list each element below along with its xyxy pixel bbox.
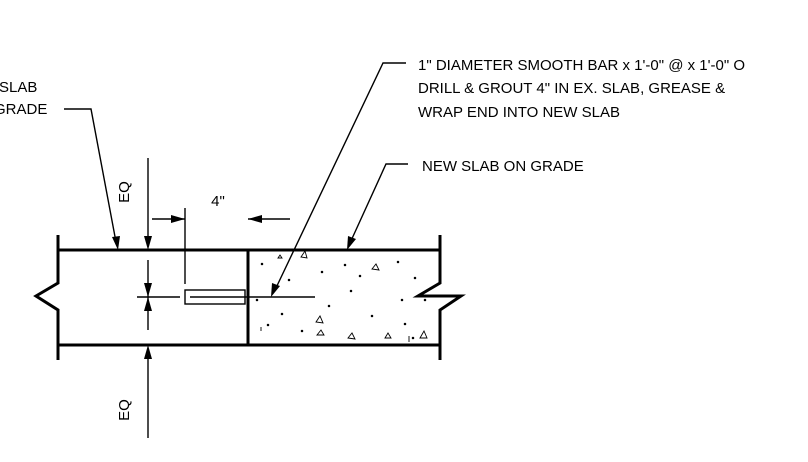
dim-embed-label: 4" [211,193,225,210]
new-slab-break-line [412,235,466,360]
dowel-bar [184,289,315,305]
dowel-note-line2: DRILL & GROUT 4" IN EX. SLAB, GREASE & [418,80,725,97]
eq-top-label: EQ [116,181,133,203]
eq-bottom-label: EQ [116,399,133,421]
new-slab-label: NEW SLAB ON GRADE [422,158,584,175]
existing-slab-leader: SLAB GRADE [0,79,120,250]
existing-slab-label-line1: SLAB [0,79,37,96]
existing-slab-label-line2: GRADE [0,101,47,118]
dim-eq-top: EQ [116,158,152,250]
existing-slab-break-line [33,235,60,360]
dowel-note-line1: 1" DIAMETER SMOOTH BAR x 1'-0" @ x 1'-0"… [418,57,745,74]
dim-centre-ticks [137,260,180,330]
new-slab-leader: NEW SLAB ON GRADE [347,158,584,250]
dowel-note-leader: 1" DIAMETER SMOOTH BAR x 1'-0" @ x 1'-0"… [271,57,745,297]
dowel-note-line3: WRAP END INTO NEW SLAB [418,104,620,121]
concrete-hatch [255,249,428,342]
dim-embed: 4" [152,193,290,284]
dim-eq-bottom: EQ [116,345,152,438]
